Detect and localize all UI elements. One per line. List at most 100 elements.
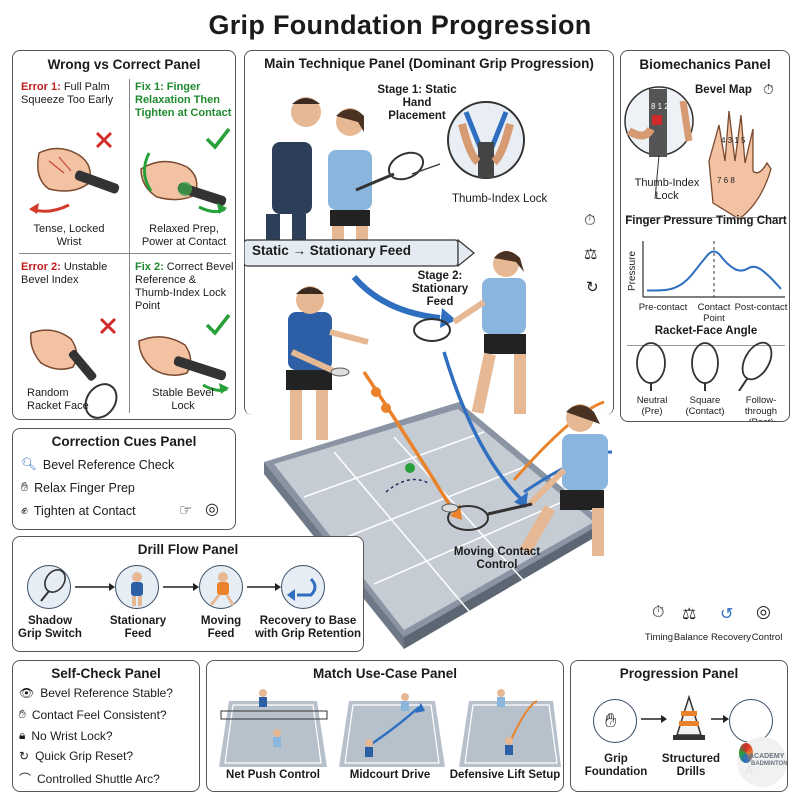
legend-label: Balance [673, 632, 709, 643]
divider [627, 345, 785, 346]
self-check-item: ✋︎Contact Feel Consistent? [19, 707, 167, 722]
moving-contact-label: Moving Contact Control [453, 546, 541, 571]
logo-swirl-icon [739, 743, 753, 763]
legend-label: Control [751, 632, 783, 643]
error2-tag: Error 2: [21, 261, 61, 273]
fix1-illustration [129, 113, 233, 235]
defensive-lift-court [459, 689, 561, 767]
cue-item: ✊︎ Tighten at Contact [21, 503, 136, 518]
legend-control-icon: ◎ [756, 602, 771, 621]
pointing-hand-icon: ☞ [179, 502, 193, 519]
panel-title: Self-Check Panel [51, 666, 161, 681]
self-check-item: 🔒︎No Wrist Lock? [19, 728, 113, 743]
midcourt-drive-court [339, 693, 445, 767]
panel-title: Progression Panel [619, 666, 739, 681]
legend-timing-icon: ⏱ [652, 604, 665, 621]
match-court-illustrations [219, 689, 561, 767]
fix1-text: Finger Relaxation Then Tighten at Contac… [135, 81, 232, 119]
legend-label: Recovery [710, 632, 752, 643]
stopwatch-icon: ⏱ [763, 81, 774, 97]
chart-x-tick-label: Contact [698, 302, 731, 313]
bevel-map-label: Bevel Map [695, 84, 752, 96]
reset-icon: ↻ [19, 749, 30, 763]
legend-label: Timing [644, 632, 674, 643]
hand-icon [593, 699, 637, 743]
hand-glyph-icon: ✋︎ [605, 710, 617, 732]
bio-thumb-lock-label: Thumb-Index Lock [634, 177, 700, 202]
drill-step: Shadow Grip Switch [18, 615, 82, 640]
panel-title: Drill Flow Panel [137, 542, 239, 557]
stopwatch-icon: ⏱ [584, 212, 596, 229]
fix2-text: Correct Bevel Reference & Thumb-Index Lo… [135, 261, 234, 312]
match-use-case: Net Push Control [226, 769, 320, 781]
fix1-tag: Fix 1: [135, 81, 164, 93]
bevel-map-illustration: 8 1 2 4 3 1 5 7 6 8 [624, 86, 772, 220]
error2-caption: Random Racket Face [27, 387, 89, 412]
chart-x-tick-label: Pre-contact [639, 302, 688, 313]
feeder-player [286, 286, 369, 440]
fix1-caption: Relaxed Prep, Power at Contact [141, 223, 227, 248]
progression-panel: Progression Panel ✋︎ Grip Foundation Str… [570, 660, 788, 792]
fix2-caption: Stable Bevel Lock [152, 387, 214, 412]
magnifier-icon: 🔍︎ [21, 457, 37, 471]
error1-text: Full Palm Squeeze Too Early [21, 81, 114, 106]
stage2-label: Stage 2: Stationary Feed [411, 270, 469, 308]
angle-neutral: Neutral (Pre) [636, 395, 668, 417]
angle-title: Racket-Face Angle [654, 325, 758, 337]
flow-banner: Static → Stationary Feed [252, 243, 412, 258]
panel-title: Match Use-Case Panel [312, 666, 458, 681]
chart-x-tick-label: Post-contact [735, 302, 788, 313]
main-thumb-lock-label: Thumb-Index Lock [452, 193, 548, 205]
fix2-label: Fix 2: Correct Bevel Reference & Thumb-I… [135, 261, 235, 313]
error2-label: Error 2: Unstable Bevel Index [21, 261, 125, 287]
divider-horizontal [19, 253, 231, 254]
logo-text-2: BADMINTON [751, 761, 788, 767]
panel-title: Wrong vs Correct Panel [47, 57, 201, 72]
hand-icon: ✋︎ [19, 707, 26, 721]
panel-title: Main Technique Panel (Dominant Grip Prog… [264, 56, 594, 71]
self-check-item: 👁︎Bevel Reference Stable? [19, 686, 173, 700]
panel-title: Biomechanics Panel [639, 57, 771, 72]
error2-text: Unstable Bevel Index [21, 261, 108, 286]
angle-follow: Follow-through (Post) [744, 395, 778, 421]
stage1-label: Stage 1: Static Hand Placement [377, 84, 457, 122]
error1-caption: Tense, Locked Wrist [33, 223, 105, 248]
drill-step: Stationary Feed [109, 615, 167, 640]
error1-label: Error 1: Full Palm Squeeze Too Early [21, 81, 126, 107]
pressure-series-line [647, 250, 782, 292]
legend-recovery-icon: ↺ [720, 606, 734, 623]
chart-title: Finger Pressure Timing Chart [625, 215, 787, 227]
rackets-icon [729, 699, 773, 743]
svg-text:4 3 1 5: 4 3 1 5 [721, 136, 746, 145]
self-check-panel: Self-Check Panel 👁︎Bevel Reference Stabl… [12, 660, 200, 792]
cue-item: ✋︎ Relax Finger Prep [21, 480, 135, 495]
angle-square: Square (Contact) [685, 395, 725, 417]
error1-illustration [19, 113, 127, 235]
arc-icon: ⌒ [19, 772, 32, 786]
cone-icon [673, 695, 705, 740]
progression-step: Structured Drills [661, 753, 721, 778]
divider [627, 217, 785, 218]
target-icon: ◎ [205, 501, 219, 518]
moving-player [441, 404, 608, 556]
balance-icon: ⚖ [584, 246, 598, 263]
divider-vertical [129, 79, 130, 413]
panel-title: Correction Cues Panel [51, 434, 197, 449]
cue-item: 🔍︎ Bevel Reference Check [21, 457, 175, 472]
main-court-illustration [244, 97, 613, 649]
fix2-illustration [129, 301, 233, 419]
correction-cues-panel: Correction Cues Panel 🔍︎ Bevel Reference… [12, 428, 236, 530]
eye-icon: 👁︎ [19, 686, 35, 700]
lock-icon: 🔒︎ [19, 728, 26, 742]
drill-step: Recovery to Base with Grip Retention [254, 615, 362, 640]
logo-text-1: ACADEMY [749, 753, 785, 760]
stage2-player [413, 251, 526, 414]
match-use-case-panel: Match Use-Case Panel Net Push Control Mi… [206, 660, 564, 792]
wrong-vs-correct-panel: Wrong vs Correct Panel Error 1: Full Pal… [12, 50, 236, 420]
match-use-case: Defensive Lift Setup [449, 769, 561, 781]
error1-tag: Error 1: [21, 81, 61, 93]
main-panel-border [244, 50, 614, 415]
recovery-arrow-icon [281, 565, 325, 609]
recovery-icon: ↻ [586, 279, 599, 296]
